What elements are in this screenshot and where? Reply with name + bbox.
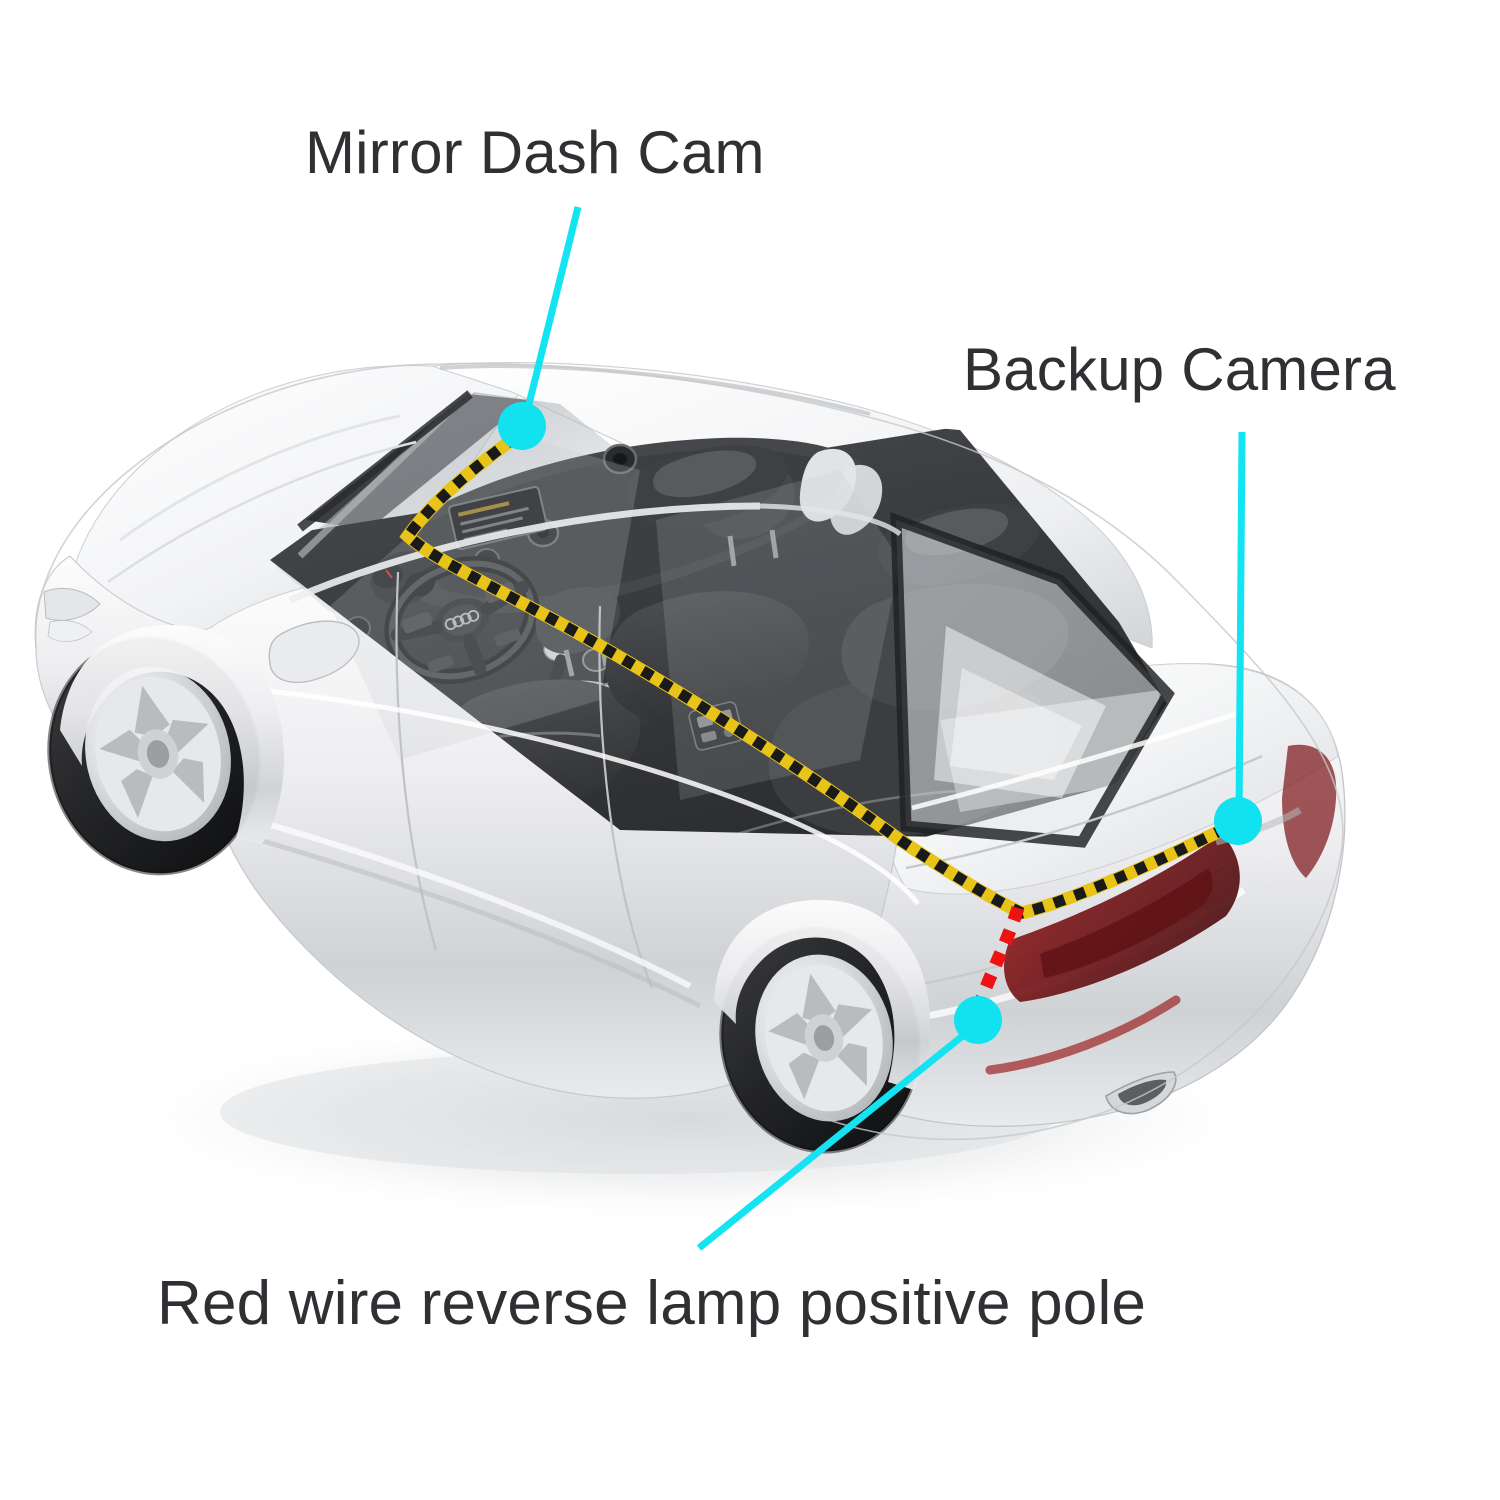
taillight-far-side: [1282, 744, 1337, 878]
dash-cam-leader: [520, 206, 582, 425]
steering-wheel: [384, 556, 540, 684]
rear-window-frame: [890, 512, 1175, 848]
belt-line-chrome: [288, 502, 761, 604]
front-door-handle: [653, 450, 757, 498]
reflector-strip: [985, 995, 1181, 1075]
reverse-power-wire: [975, 906, 1025, 1001]
hood-crease: [119, 414, 401, 542]
rear-window-reflection: [934, 626, 1106, 798]
door-shut-line-front: [395, 571, 438, 951]
front-wheel-arch: [60, 624, 285, 844]
passenger-seat: [605, 591, 809, 726]
side-glass-front: [330, 436, 640, 760]
reverse-lamp-tap-point[interactable]: [954, 996, 1002, 1044]
backup-camera-mount-point[interactable]: [1214, 797, 1262, 845]
body-outline: [34, 362, 1344, 1141]
rear-wheel: [719, 926, 921, 1154]
windshield-top-trim: [297, 390, 473, 532]
side-mirror: [268, 620, 360, 684]
headlight: [43, 587, 101, 621]
label-mirror-dash-cam: Mirror Dash Cam: [305, 119, 765, 186]
belt-line-chrome-rear: [759, 503, 902, 537]
rocker-crease: [239, 813, 692, 989]
window-switch-panel: [688, 701, 744, 751]
trunk-crease: [911, 709, 1243, 811]
dash-cam-mount-point[interactable]: [498, 402, 546, 450]
headlight-inner: [47, 620, 93, 642]
rear-wheel-arch: [714, 899, 930, 1090]
video-cable-base: [399, 431, 1225, 920]
trunk-shut-line: [905, 754, 1263, 870]
red-wire-leader: [696, 1023, 978, 1251]
rocker-shadow: [245, 833, 702, 1009]
hood-crease-2: [107, 440, 417, 584]
rear-window-reflection-2: [950, 668, 1082, 780]
label-backup-camera: Backup Camera: [963, 336, 1396, 403]
door-shut-line-rear: [598, 605, 654, 989]
shoulder-crease: [217, 683, 920, 906]
backup-camera-leader: [1235, 431, 1246, 819]
taillight-inner-bar: [1040, 868, 1213, 978]
label-red-wire-reverse-lamp: Red wire reverse lamp positive pole: [157, 1269, 1147, 1338]
